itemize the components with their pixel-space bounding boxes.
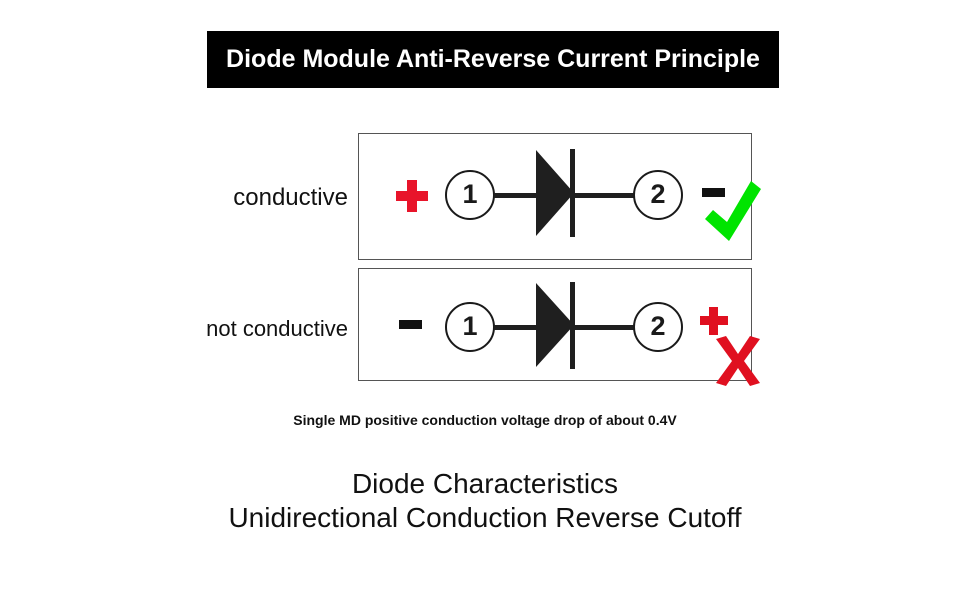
page-title: Diode Module Anti-Reverse Current Princi… (226, 45, 760, 73)
diode-bar-row1 (570, 149, 575, 237)
plus-sign-row2 (700, 307, 728, 335)
diode-triangle-row2 (536, 283, 574, 367)
wire-left-row1 (494, 193, 539, 198)
minus-sign-row2 (399, 320, 422, 329)
wire-left-row2 (494, 325, 539, 330)
diode-triangle-row1 (536, 150, 574, 236)
terminal-2-row1: 2 (633, 170, 683, 220)
terminal-2-row2: 2 (633, 302, 683, 352)
wire-right-row2 (574, 325, 634, 330)
row-label-not-conductive: not conductive (206, 316, 348, 341)
terminal-1-row1: 1 (445, 170, 495, 220)
x-icon (716, 336, 760, 386)
footer-line-2: Unidirectional Conduction Reverse Cutoff (228, 502, 742, 533)
wire-right-row1 (574, 193, 634, 198)
check-icon (705, 181, 761, 241)
plus-sign-row1 (396, 180, 428, 212)
title-banner: Diode Module Anti-Reverse Current Princi… (207, 31, 779, 88)
minus-sign-row1 (702, 188, 725, 197)
terminal-1-row2: 1 (445, 302, 495, 352)
caption-text: Single MD positive conduction voltage dr… (293, 412, 677, 428)
diode-bar-row2 (570, 282, 575, 369)
footer-line-1: Diode Characteristics (351, 468, 619, 499)
row-label-conductive: conductive (233, 184, 348, 211)
